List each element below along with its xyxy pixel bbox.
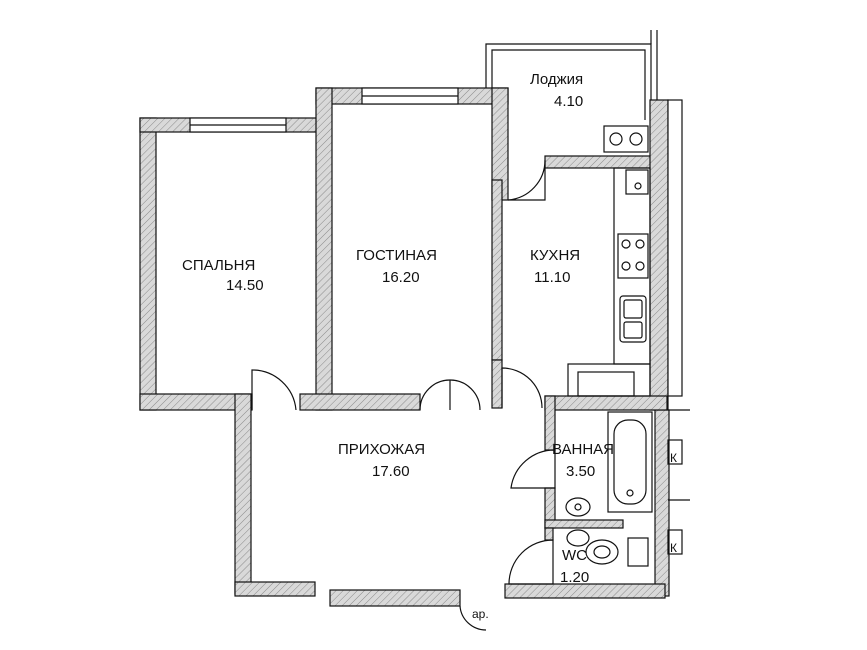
loggia-area: 4.10 bbox=[554, 93, 583, 110]
entrance-door bbox=[459, 605, 487, 631]
kitchen-door bbox=[501, 367, 543, 409]
bath-right-wall bbox=[654, 409, 670, 597]
kitchen-counter bbox=[567, 167, 651, 397]
bedroom-living-partition bbox=[315, 87, 333, 411]
hallway-left-wall bbox=[234, 393, 252, 595]
wc-door bbox=[508, 539, 554, 585]
bath-top-wall bbox=[544, 395, 668, 411]
bedroom-left-wall bbox=[139, 117, 157, 411]
edge-mark-k1: К bbox=[670, 451, 677, 465]
wc-left-wall-top bbox=[544, 527, 554, 541]
washbasin-icon bbox=[565, 497, 591, 517]
hallway-bottom-wall-left bbox=[234, 581, 316, 597]
kitchen-area: 11.10 bbox=[534, 269, 570, 286]
hallway-area: 17.60 bbox=[372, 463, 410, 480]
toilet-icon bbox=[585, 537, 649, 567]
living-bottom-wall bbox=[299, 393, 421, 411]
wc-washbasin-icon bbox=[566, 529, 590, 547]
bath-door bbox=[510, 449, 556, 489]
wc-bottom-wall bbox=[504, 583, 666, 599]
right-outer-wall bbox=[649, 99, 669, 411]
bathtub-icon bbox=[607, 411, 653, 513]
hallway-bottom-wall bbox=[329, 589, 461, 607]
windows bbox=[189, 87, 459, 133]
stove-icon bbox=[617, 233, 649, 279]
edge-boxes bbox=[667, 409, 690, 555]
bath-wc-partition bbox=[544, 519, 624, 529]
wc-name: WC bbox=[562, 547, 587, 564]
living-area: 16.20 bbox=[382, 269, 420, 286]
doors bbox=[251, 159, 556, 631]
wc-area: 1.20 bbox=[560, 569, 589, 586]
bedroom-name: СПАЛЬНЯ bbox=[182, 257, 255, 274]
hallway-name: ПРИХОЖАЯ bbox=[338, 441, 425, 458]
tap-icon bbox=[625, 169, 649, 195]
kitchen-top-wall bbox=[544, 155, 656, 169]
kitchen-name: КУХНЯ bbox=[530, 247, 580, 264]
bedroom-area: 14.50 bbox=[226, 277, 264, 294]
living-kitchen-partition-lower bbox=[491, 359, 503, 409]
bedroom-door bbox=[251, 369, 297, 411]
walls bbox=[139, 87, 683, 607]
bathroom-area: 3.50 bbox=[566, 463, 595, 480]
loggia-name: Лоджия bbox=[530, 71, 583, 88]
kitchen-sink-icon bbox=[619, 295, 647, 343]
living-name: ГОСТИНАЯ bbox=[356, 247, 437, 264]
stair-strip bbox=[667, 99, 683, 397]
living-kitchen-partition bbox=[491, 179, 503, 361]
loggia-door bbox=[507, 159, 546, 201]
edge-mark-ap: ар. bbox=[472, 607, 489, 621]
edge-mark-k2: К bbox=[670, 541, 677, 555]
room-labels: СПАЛЬНЯ 14.50 ГОСТИНАЯ 16.20 КУХНЯ 11.10… bbox=[182, 71, 677, 621]
bathroom-name: ВАННАЯ bbox=[552, 441, 614, 458]
loggia-sink-icon bbox=[603, 125, 649, 153]
loggia-outline bbox=[485, 30, 658, 120]
